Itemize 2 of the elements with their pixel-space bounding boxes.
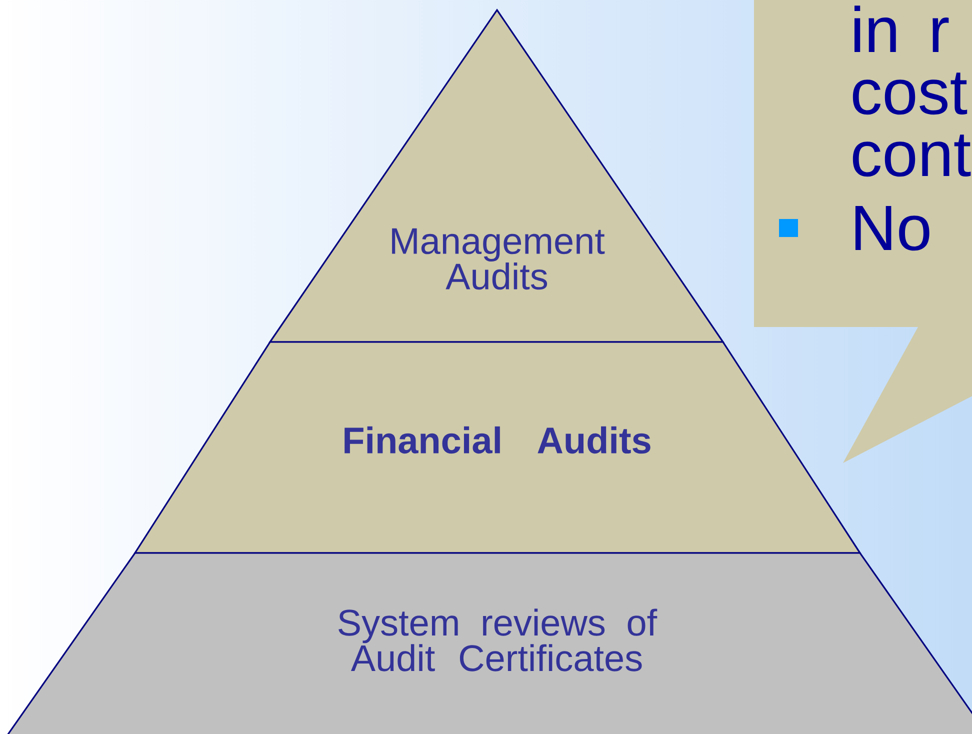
callout-box: in r cost cont No (754, 0, 972, 463)
pyramid-band: System reviews of Audit Certificates (0, 552, 972, 734)
